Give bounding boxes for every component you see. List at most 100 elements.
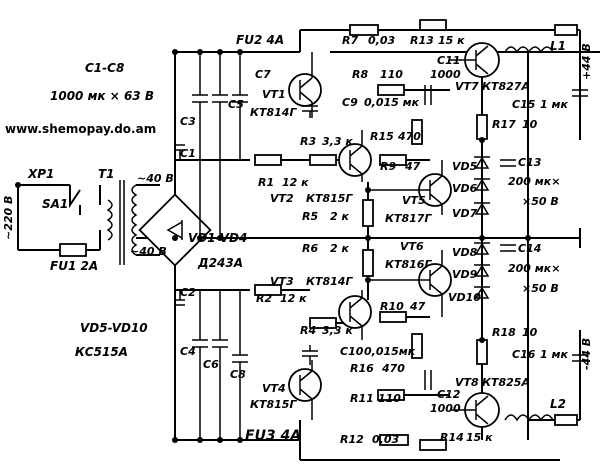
- r12-label: R12: [340, 433, 364, 446]
- vd9-label: VD9: [452, 268, 478, 281]
- zener-vd9: [474, 264, 490, 277]
- vt2-type: КТ815Г: [306, 192, 353, 205]
- capacitor-c16: [572, 354, 588, 362]
- r18-label: R18: [492, 326, 516, 339]
- zener-diodes: [474, 156, 490, 299]
- bridge-ref-label: VD1-VD4: [188, 231, 247, 245]
- resistor-r16: [411, 333, 423, 359]
- r4-label: R4: [300, 324, 316, 337]
- transformer-primary: [106, 199, 113, 241]
- capacitor-bank: [175, 52, 248, 440]
- r7-label: R7: [342, 34, 358, 47]
- transistor-vt3: [338, 290, 372, 340]
- bridge-type-label: Д243А: [197, 256, 243, 270]
- resistor-r13: [419, 19, 447, 31]
- vd10-label: VD10: [448, 291, 481, 304]
- c2-label: C2: [180, 286, 196, 299]
- c11-value: 1000: [430, 68, 461, 81]
- vt1-type: КТ814Г: [250, 106, 297, 119]
- r6-value: 2 к: [330, 242, 349, 255]
- fuse-fu1-label: FU1 2A: [50, 259, 98, 273]
- vt8-label: VT8: [455, 376, 479, 389]
- c13-voltage: ×50 В: [522, 195, 559, 208]
- caps-value-label: 1000 мк × 63 В: [50, 89, 154, 103]
- fuse-fu1: [59, 243, 87, 257]
- transistor-vt6: [368, 250, 452, 317]
- resistor-r1: [254, 154, 282, 166]
- r17-value: 10: [522, 118, 538, 131]
- resistors: [254, 19, 488, 451]
- r16-value: 470: [381, 362, 405, 375]
- r15-label: R15: [370, 130, 394, 143]
- r7-value: 0,03: [368, 34, 395, 47]
- notes-text: C1-C8 1000 мк × 63 В VD5-VD10 КС515А www…: [5, 61, 156, 359]
- connector-label: XP1: [27, 167, 54, 181]
- l1-label: L1: [550, 39, 566, 53]
- r9-value: 47: [404, 160, 421, 173]
- input-section: [15, 160, 212, 290]
- c16-label: C16: [512, 348, 536, 361]
- zener-vd10: [474, 286, 490, 299]
- r5-value: 2 к: [330, 210, 349, 223]
- transistor-vt2: [338, 130, 372, 182]
- c14-voltage: ×50 В: [522, 282, 559, 295]
- c14-value: 200 мк×: [508, 262, 560, 275]
- r1-value: 12 к: [282, 176, 309, 189]
- vd6-label: VD6: [452, 182, 478, 195]
- r3-value: 3,3 к: [322, 135, 353, 148]
- vt3-label: VT3: [270, 275, 294, 288]
- zener-vd7: [474, 202, 490, 215]
- r14-label: R14: [440, 431, 464, 444]
- c13-label: C13: [518, 156, 542, 169]
- vt7-label: VT7: [455, 80, 479, 93]
- c7-label: C7: [255, 68, 271, 81]
- transformer-label: T1: [98, 167, 115, 181]
- c12-label: C12: [437, 388, 461, 401]
- capacitor-c15: [572, 89, 588, 97]
- resistor-r14: [419, 439, 447, 451]
- c6-label: C6: [203, 358, 219, 371]
- vt5-label: VT5: [402, 194, 426, 207]
- resistor-r6: [362, 249, 374, 277]
- c14-label: C14: [518, 242, 541, 255]
- c11-label: C11: [437, 54, 460, 67]
- vt4-label: VT4: [262, 382, 286, 395]
- resistor-r7: [349, 24, 379, 36]
- r10-value: 47: [409, 300, 426, 313]
- zeners-type-label: КС515А: [75, 345, 128, 359]
- transistor-vt1: [288, 52, 322, 118]
- capacitor-c14: [500, 244, 516, 252]
- r16-label: R16: [350, 362, 374, 375]
- c15-value: 1 мк: [540, 98, 568, 111]
- r8-value: 110: [380, 68, 403, 81]
- zener-vd6: [474, 178, 490, 191]
- r4-value: 3,3 к: [322, 324, 353, 337]
- r17-label: R17: [492, 118, 516, 131]
- c8-label: C8: [230, 368, 246, 381]
- resistor-r12: [379, 434, 409, 446]
- c4-label: C4: [180, 345, 196, 358]
- transistor-vt8: [450, 392, 500, 428]
- zeners-range-label: VD5-VD10: [80, 321, 148, 335]
- vt1-label: VT1: [262, 88, 286, 101]
- vt2-label: VT2: [270, 192, 294, 205]
- transistors: [288, 42, 500, 428]
- transformer-secondary: [131, 184, 138, 256]
- resistor-r17: [476, 114, 488, 140]
- transistor-vt5: [368, 160, 452, 215]
- r1-label: R1: [258, 176, 274, 189]
- r2-value: 12 к: [280, 292, 307, 305]
- r2-label: R2: [256, 292, 272, 305]
- zener-vd5: [474, 156, 490, 169]
- r15-value: 470: [397, 130, 421, 143]
- resistor-r8: [377, 84, 405, 96]
- capacitor-c13: [500, 159, 516, 167]
- sec-bot-label: ~40 В: [130, 245, 167, 258]
- output-positive-label: +44 В: [580, 43, 593, 80]
- c13-value: 200 мк×: [508, 175, 560, 188]
- c12-value: 1000: [430, 402, 461, 415]
- c3-label: C3: [180, 115, 196, 128]
- c1-label: C1: [180, 147, 196, 160]
- zener-vd8: [474, 242, 490, 255]
- resistor-r15: [411, 119, 423, 145]
